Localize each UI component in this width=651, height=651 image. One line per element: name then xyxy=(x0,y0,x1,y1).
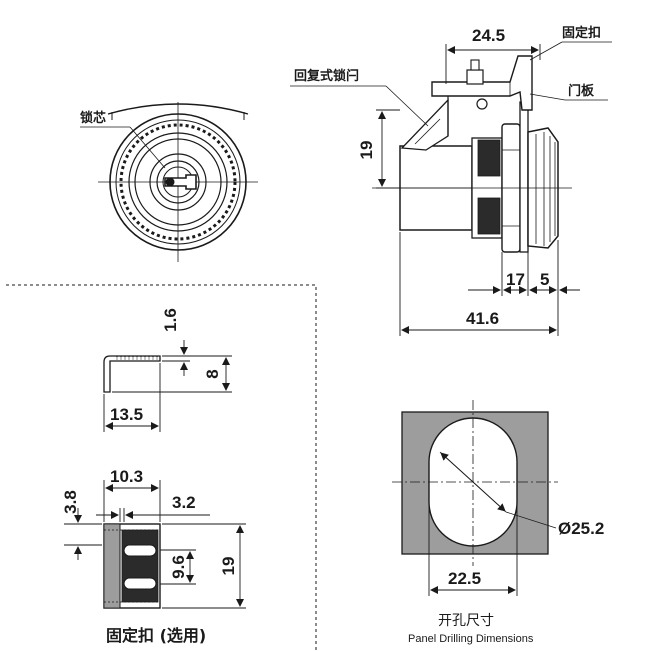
lock-core-label: 锁芯 xyxy=(80,110,106,126)
dim-clip-thickness: 1.6 xyxy=(161,308,180,332)
dim-top-width: 24.5 xyxy=(472,26,505,45)
cutout-title-cn: 开孔尺寸 xyxy=(438,613,494,629)
front-view xyxy=(98,102,258,262)
dim-flange: 5 xyxy=(540,270,549,289)
dim-clip-length: 13.5 xyxy=(110,405,143,424)
dim-clip2-left: 3.8 xyxy=(61,490,80,514)
section-divider xyxy=(6,284,317,651)
door-panel-label: 门板 xyxy=(568,83,595,99)
dim-hole-flat: 22.5 xyxy=(448,569,481,588)
side-dimensions xyxy=(376,44,580,336)
dim-clip2-width: 10.3 xyxy=(110,467,143,486)
thread-top xyxy=(477,139,501,177)
thread-bottom xyxy=(477,197,501,235)
cutout-dimensions xyxy=(428,452,518,596)
dim-clip2-pitch: 9.6 xyxy=(169,555,188,579)
dim-hole-diameter: Ø25.2 xyxy=(558,519,604,538)
return-latch-label: 回复式锁闩 xyxy=(294,68,359,84)
clip-view xyxy=(103,355,161,393)
panel-cutout xyxy=(392,400,558,566)
dim-clip2-height: 19 xyxy=(219,557,238,576)
slot-lower xyxy=(123,577,157,590)
side-view xyxy=(372,55,572,253)
clip-front-view xyxy=(103,523,161,609)
cutout-title-en: Panel Drilling Dimensions xyxy=(408,633,534,645)
clip-front-dimensions xyxy=(64,480,246,609)
clip-dimensions xyxy=(103,340,232,432)
dim-thread: 17 xyxy=(506,270,525,289)
dim-total: 41.6 xyxy=(466,309,499,328)
slot-upper xyxy=(123,544,157,557)
dim-clip-height: 8 xyxy=(203,369,222,378)
optional-clip-caption: 固定扣 (选用) xyxy=(106,626,206,645)
dim-side-height: 19 xyxy=(357,141,376,160)
fixing-clip-label: 固定扣 xyxy=(562,25,601,41)
dim-clip2-slot: 3.2 xyxy=(172,493,196,512)
